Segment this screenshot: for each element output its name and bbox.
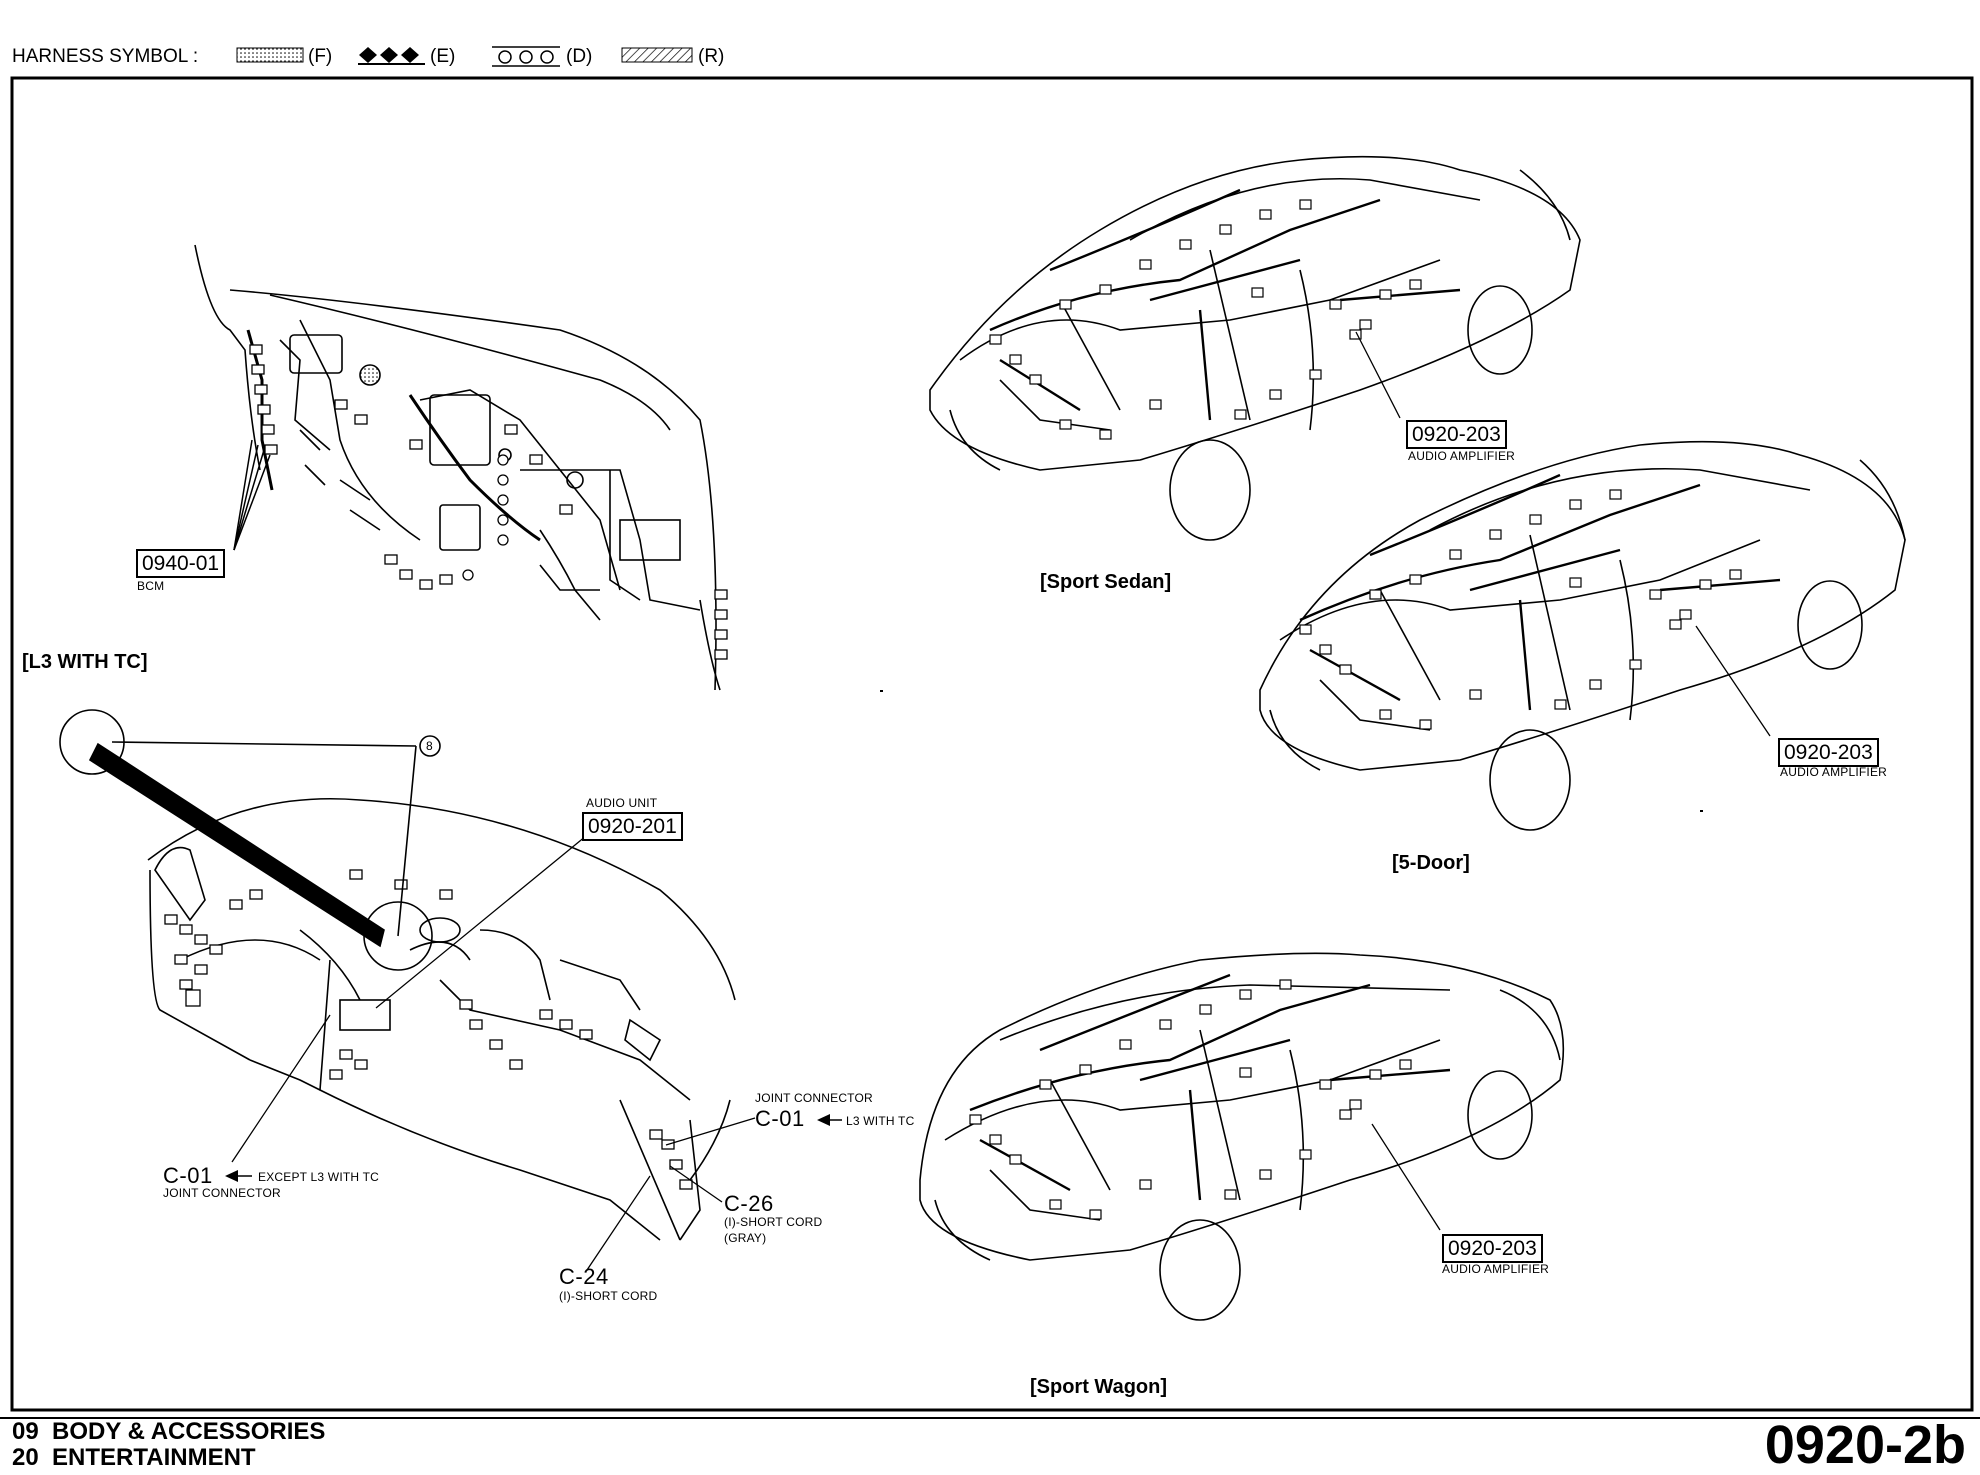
c26-code: C-26 [724,1191,774,1216]
c24-code: C-24 [559,1264,609,1289]
5door-amp-code: 0920-203 [1784,741,1873,764]
section-line-2: 20 ENTERTAINMENT [12,1444,256,1471]
vehicle-sport-sedan [929,155,1581,541]
page-code: 0920-2b [1764,1415,1966,1475]
bcm-code-box: 0940-01 [136,549,226,578]
section-line-1: 09 BODY & ACCESSORIES [12,1418,326,1445]
sedan-amp-label: AUDIO AMPLIFIER [1408,449,1516,463]
dashboard-l3-with-tc [194,244,721,691]
symbol-code-d: (D) [566,46,593,67]
vehicle-5-door-connectors [1299,489,1742,730]
arrows [225,1114,830,1182]
c01-right-note: L3 WITH TC [846,1114,915,1128]
symbol-code-r: (R) [698,46,725,67]
callout-magnifier [59,709,441,971]
5door-amp-leader [1695,625,1771,737]
sedan-amp-code: 0920-203 [1412,423,1501,446]
c01-left-note: EXCEPT L3 WITH TC [258,1170,379,1184]
vehicle-sport-sedan-connectors [989,199,1422,440]
audio-unit-label: AUDIO UNIT [586,796,658,810]
vehicle-sport-wagon-harness [969,973,1451,1201]
symbol-code-f: (F) [308,46,333,67]
c01-right-code: C-01 [755,1106,805,1131]
c26-line1: (I)-SHORT CORD [724,1215,823,1229]
vehicle-sport-sedan-harness [989,188,1461,421]
variant-sport-sedan: [Sport Sedan] [1040,571,1172,593]
vehicle-5-door [1259,440,1906,831]
variant-l3-with-tc: [L3 WITH TC] [22,651,148,673]
symbol-code-e: (E) [430,46,456,67]
sedan-amp-leader [1355,331,1401,419]
audio-unit-code: 0920-201 [588,815,677,838]
joint-connector-label-top: JOINT CONNECTOR [755,1091,873,1105]
5door-amp-code-box: 0920-203 [1778,738,1879,767]
c26-line2: (GRAY) [724,1231,767,1245]
diagram-frame [10,76,1974,1412]
harness-symbol-label: HARNESS SYMBOL : [12,46,199,67]
bcm-code: 0940-01 [142,552,220,575]
leader-lines-bottom-left [231,835,756,1271]
sedan-amp-code-box: 0920-203 [1406,420,1507,449]
bcm-leader-lines [233,439,271,551]
5door-amp-label: AUDIO AMPLIFIER [1780,765,1888,779]
wagon-amp-label: AUDIO AMPLIFIER [1442,1262,1550,1276]
audio-unit-code-box: 0920-201 [582,812,683,841]
c01-left-sub: JOINT CONNECTOR [163,1186,281,1200]
c24-line1: (I)-SHORT CORD [559,1289,658,1303]
wagon-amp-code: 0920-203 [1448,1237,1537,1260]
vehicle-5-door-harness [1299,473,1781,711]
variant-sport-wagon: [Sport Wagon] [1030,1376,1168,1398]
wagon-amp-code-box: 0920-203 [1442,1234,1543,1263]
bcm-label: BCM [137,579,165,593]
variant-5-door: [5-Door] [1392,852,1470,874]
harness-symbol-swatches [236,46,693,67]
c01-left-code: C-01 [163,1163,213,1188]
wagon-amp-leader [1371,1123,1441,1231]
instrument-panel-connectors [164,869,693,1190]
vehicle-sport-wagon-connectors [969,979,1412,1220]
callout-number-8: 8 [426,739,433,753]
dashboard-connectors [249,344,728,660]
